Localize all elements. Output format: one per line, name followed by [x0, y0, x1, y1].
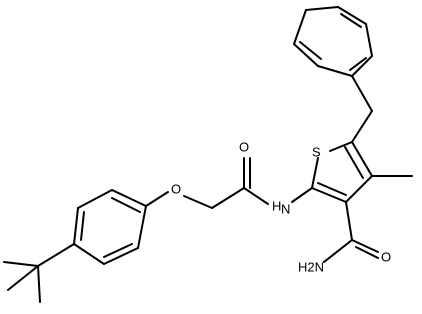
bond — [291, 187, 313, 203]
ether-oxygen-label: O — [171, 181, 181, 196]
bond — [37, 265, 41, 303]
carboxamide-group — [323, 201, 379, 263]
bond — [111, 189, 147, 207]
bond — [73, 243, 105, 265]
bond — [137, 205, 147, 249]
tert-butyl-group — [3, 243, 75, 303]
bond — [80, 211, 85, 241]
bond — [103, 247, 139, 265]
bond — [329, 141, 353, 152]
bond — [37, 243, 75, 267]
ether-aryl-bond — [145, 191, 169, 207]
carboxamide-nh2-label: H2N — [298, 259, 324, 274]
bond — [311, 157, 319, 189]
bond — [323, 239, 353, 263]
tert-butylphenyl-ring — [73, 189, 147, 265]
amide-nh-label: H — [272, 198, 281, 213]
bond — [243, 187, 269, 205]
bond — [293, 9, 307, 45]
bond — [103, 243, 133, 258]
bond — [111, 197, 141, 213]
bond — [365, 23, 373, 57]
bond — [3, 261, 39, 267]
bond — [349, 57, 367, 71]
bond — [355, 246, 379, 259]
bond — [305, 6, 339, 11]
amide-n-label: N — [281, 201, 290, 216]
bond — [183, 195, 213, 209]
bond — [73, 207, 79, 245]
bond — [351, 55, 373, 77]
bond — [340, 13, 362, 28]
carbonyl-oxygen-label: O — [239, 139, 249, 154]
bond — [345, 175, 373, 203]
thiophene-ring — [311, 141, 373, 203]
bond — [344, 146, 364, 179]
bond — [211, 187, 245, 209]
sulfur-label: S — [312, 144, 321, 159]
bond — [77, 189, 113, 209]
bond — [351, 239, 379, 253]
bond — [7, 265, 39, 291]
bond — [317, 182, 347, 196]
bond — [351, 141, 373, 177]
bond — [311, 187, 347, 203]
bond — [351, 110, 373, 143]
bond — [293, 43, 319, 67]
bond — [345, 201, 353, 241]
bond — [299, 41, 322, 60]
bond — [337, 6, 367, 25]
carboxamide-oxygen-label: O — [381, 249, 391, 264]
amide-linkage — [183, 157, 313, 209]
benzyl-phenyl-ring — [293, 6, 373, 77]
bond — [351, 75, 373, 112]
benzyl-ch2-linker — [351, 75, 373, 143]
bond — [317, 65, 353, 77]
